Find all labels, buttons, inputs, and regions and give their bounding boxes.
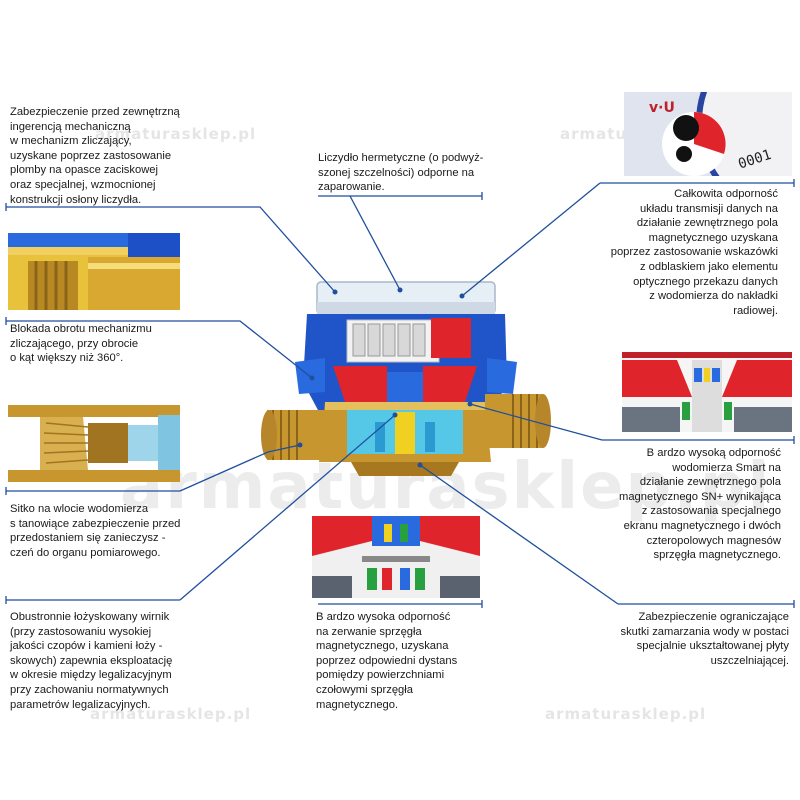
caption-rotation-lock: Blokada obrotu mechanizmu zliczającego, … (10, 323, 152, 365)
caption-rotor-bearings: Obustronnie łożyskowany wirnik (przy zas… (10, 611, 173, 711)
coupling-gap-photo (312, 516, 480, 598)
caption-coupling-resistance: B ardzo wysoka odporność na zerwanie spr… (316, 611, 458, 711)
caption-data-transmission: Całkowita odporność układu transmisji da… (610, 188, 778, 317)
caption-magnetic-resistance: B ardzo wysoką odporność wodomierza Smar… (619, 447, 781, 562)
caption-mechanical-protection: Zabezpieczenie przed zewnętrzną ingerenc… (10, 106, 180, 206)
water-meter-cutaway (255, 262, 555, 522)
caption-hermetic-counter: Liczydło hermetyczne (o podwyż- szonej s… (318, 152, 484, 194)
watermark-top-left: armaturasklep.pl (95, 125, 257, 143)
caption-inlet-strainer: Sitko na wlocie wodomierza s tanowiące z… (10, 503, 181, 559)
magnetic-coupling-photo (622, 352, 792, 432)
dial-closeup-photo: v·U 0001 (624, 92, 792, 176)
svg-text:v·U: v·U (649, 100, 675, 116)
watermark-bottom-left: armaturasklep.pl (90, 705, 252, 723)
watermark-bottom-right: armaturasklep.pl (545, 705, 707, 723)
brass-nut-photo (8, 233, 180, 310)
caption-freeze-protection: Zabezpieczenie ograniczające skutki zama… (620, 611, 789, 667)
strainer-photo (8, 405, 180, 482)
